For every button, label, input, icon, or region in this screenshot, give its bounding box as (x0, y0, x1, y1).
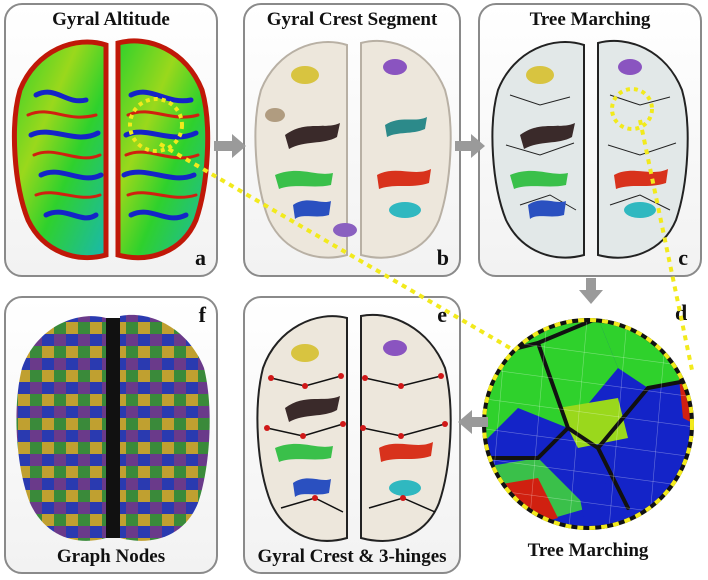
arrow-d-to-e-icon (458, 410, 488, 434)
arrow-c-to-d-icon (579, 278, 603, 304)
arrow-a-to-b-icon (214, 134, 246, 158)
arrow-b-to-c-icon (455, 134, 485, 158)
